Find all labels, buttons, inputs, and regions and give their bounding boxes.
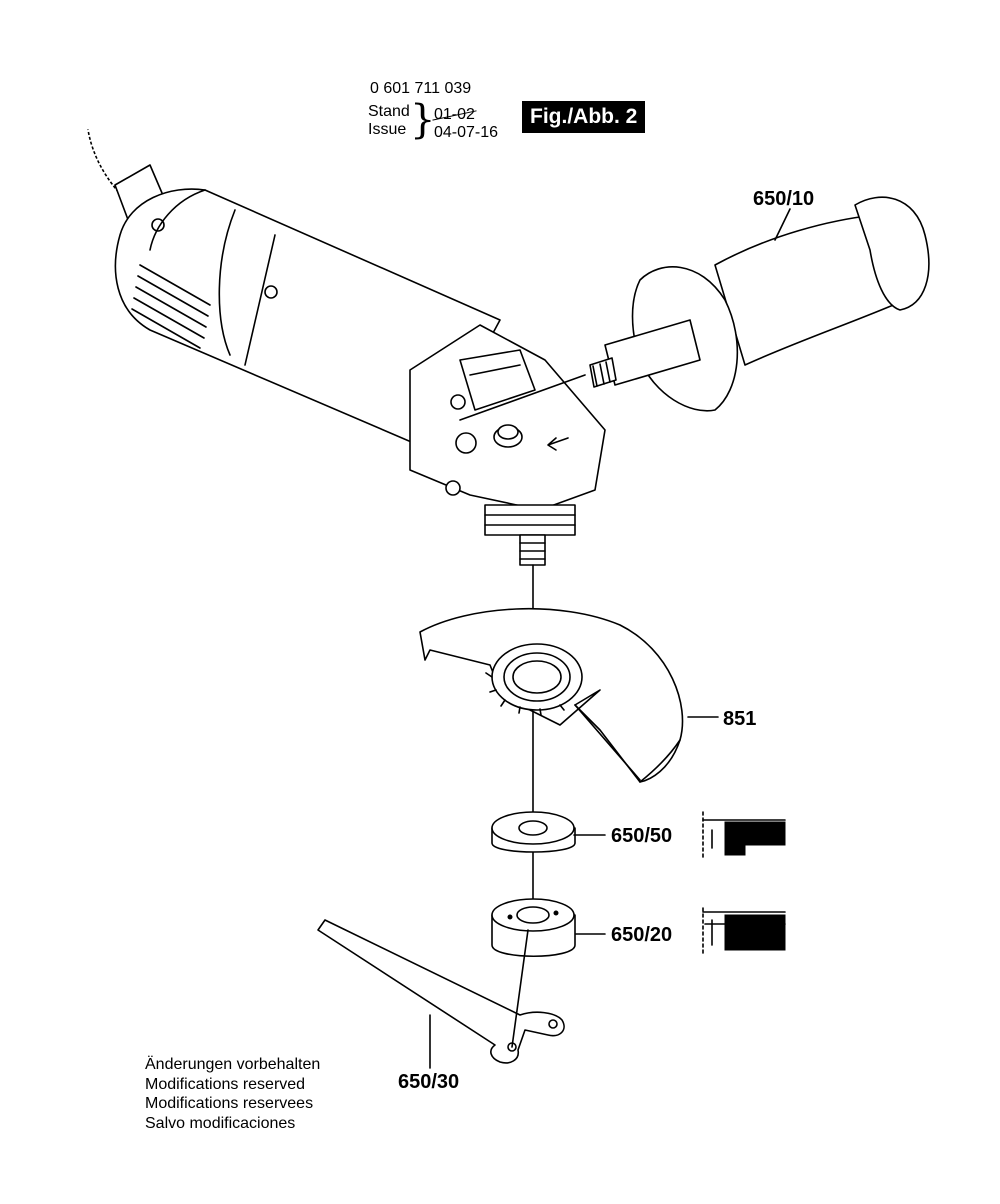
note-line-es: Salvo modificaciones [145, 1114, 296, 1132]
gear-head [409, 324, 606, 566]
auxiliary-handle [459, 196, 930, 421]
inner-flange [491, 811, 576, 853]
clamping-nut [491, 898, 576, 957]
issue-date: 04-07-16 [434, 124, 499, 141]
leader-lines [429, 208, 791, 1069]
note-line-fr: Modifications reservees [145, 1095, 314, 1112]
callout-handle: 650/10 [753, 188, 815, 210]
callout-guard: 851 [723, 708, 757, 730]
modifications-note: Änderungen vorbehalten Modifications res… [145, 1055, 320, 1133]
callout-inner-flange: 650/50 [611, 825, 673, 847]
air-vents-icon [131, 264, 211, 349]
stand-date: 01-02 [434, 106, 475, 123]
nut-section-icon [702, 907, 786, 956]
note-line-de: Änderungen vorbehalten [145, 1056, 321, 1073]
wheel-guard [419, 607, 684, 783]
figure-label: Fig./Abb. 2 [522, 101, 646, 133]
callout-clamping-nut: 650/20 [611, 924, 673, 946]
issue-label: Issue [368, 121, 407, 138]
note-line-en: Modifications reserved [145, 1075, 306, 1093]
spindle-lock-button-icon [493, 424, 523, 448]
face-spanner [317, 919, 565, 1064]
stand-label: Stand [368, 103, 410, 120]
part-number: 0 601 711 039 [370, 80, 472, 97]
flange-section-icon [702, 811, 786, 859]
callout-spanner: 650/30 [398, 1071, 460, 1093]
brace-icon: } [410, 97, 436, 143]
